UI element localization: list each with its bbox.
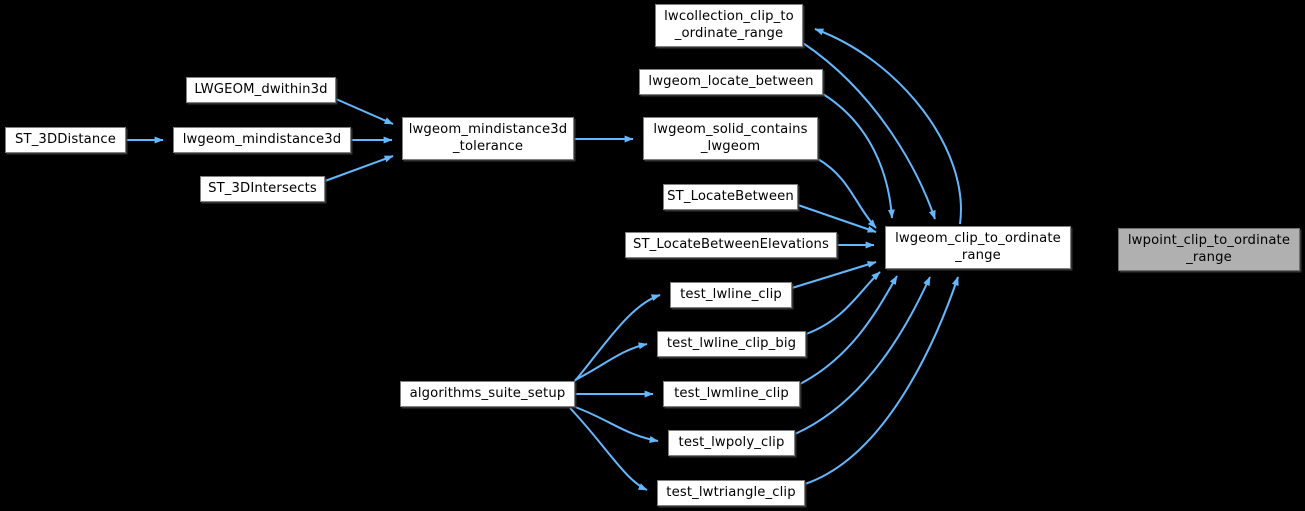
call-edge: [805, 271, 881, 335]
node-st_3dintersects[interactable]: ST_3DIntersects: [200, 176, 325, 202]
call-edge: [794, 276, 931, 435]
node-test_lwline_clip_big[interactable]: test_lwline_clip_big: [657, 331, 806, 357]
node-st_locatebetween[interactable]: ST_LocateBetween: [663, 184, 798, 210]
call-edge: [814, 28, 962, 225]
node-st_locatebetweenelevations[interactable]: ST_LocateBetweenElevations: [625, 232, 837, 258]
call-edge: [799, 275, 898, 385]
call-edge: [791, 261, 877, 289]
call-edge: [569, 407, 648, 491]
node-test_lwline_clip[interactable]: test_lwline_clip: [670, 282, 792, 308]
call-edge: [574, 342, 648, 381]
node-algorithms_suite_setup[interactable]: algorithms_suite_setup: [400, 381, 575, 407]
call-edge: [797, 204, 877, 233]
node-lwpoint_clip_to_ordinate_range[interactable]: lwpoint_clip_to_ordinate _range: [1118, 228, 1300, 271]
call-edge: [324, 155, 394, 182]
call-edge: [335, 98, 394, 125]
node-test_lwtriangle_clip[interactable]: test_lwtriangle_clip: [657, 480, 805, 506]
call-edge: [574, 294, 661, 382]
node-lwgeom_mindistance3d[interactable]: lwgeom_mindistance3d: [173, 127, 351, 153]
call-edge: [817, 158, 877, 229]
node-lwgeom_dwithin3d[interactable]: LWGEOM_dwithin3d: [186, 77, 336, 103]
node-lwcollection_clip_to_ordinate_range[interactable]: lwcollection_clip_to _ordinate_range: [655, 4, 803, 47]
node-st_3ddistance[interactable]: ST_3DDistance: [5, 127, 126, 153]
node-test_lwpoly_clip[interactable]: test_lwpoly_clip: [668, 430, 795, 456]
node-lwgeom_clip_to_ordinate_range[interactable]: lwgeom_clip_to_ordinate _range: [885, 226, 1071, 269]
node-lwgeom_mindistance3d_tolerance[interactable]: lwgeom_mindistance3d _tolerance: [402, 117, 574, 160]
node-lwgeom_locate_between[interactable]: lwgeom_locate_between: [639, 69, 823, 95]
call-edge: [822, 93, 895, 219]
node-test_lwmline_clip[interactable]: test_lwmline_clip: [663, 381, 800, 407]
call-edge: [574, 406, 659, 443]
call-edge: [804, 276, 959, 485]
node-lwgeom_solid_contains_lwgeom[interactable]: lwgeom_solid_contains _lwgeom: [643, 117, 818, 160]
